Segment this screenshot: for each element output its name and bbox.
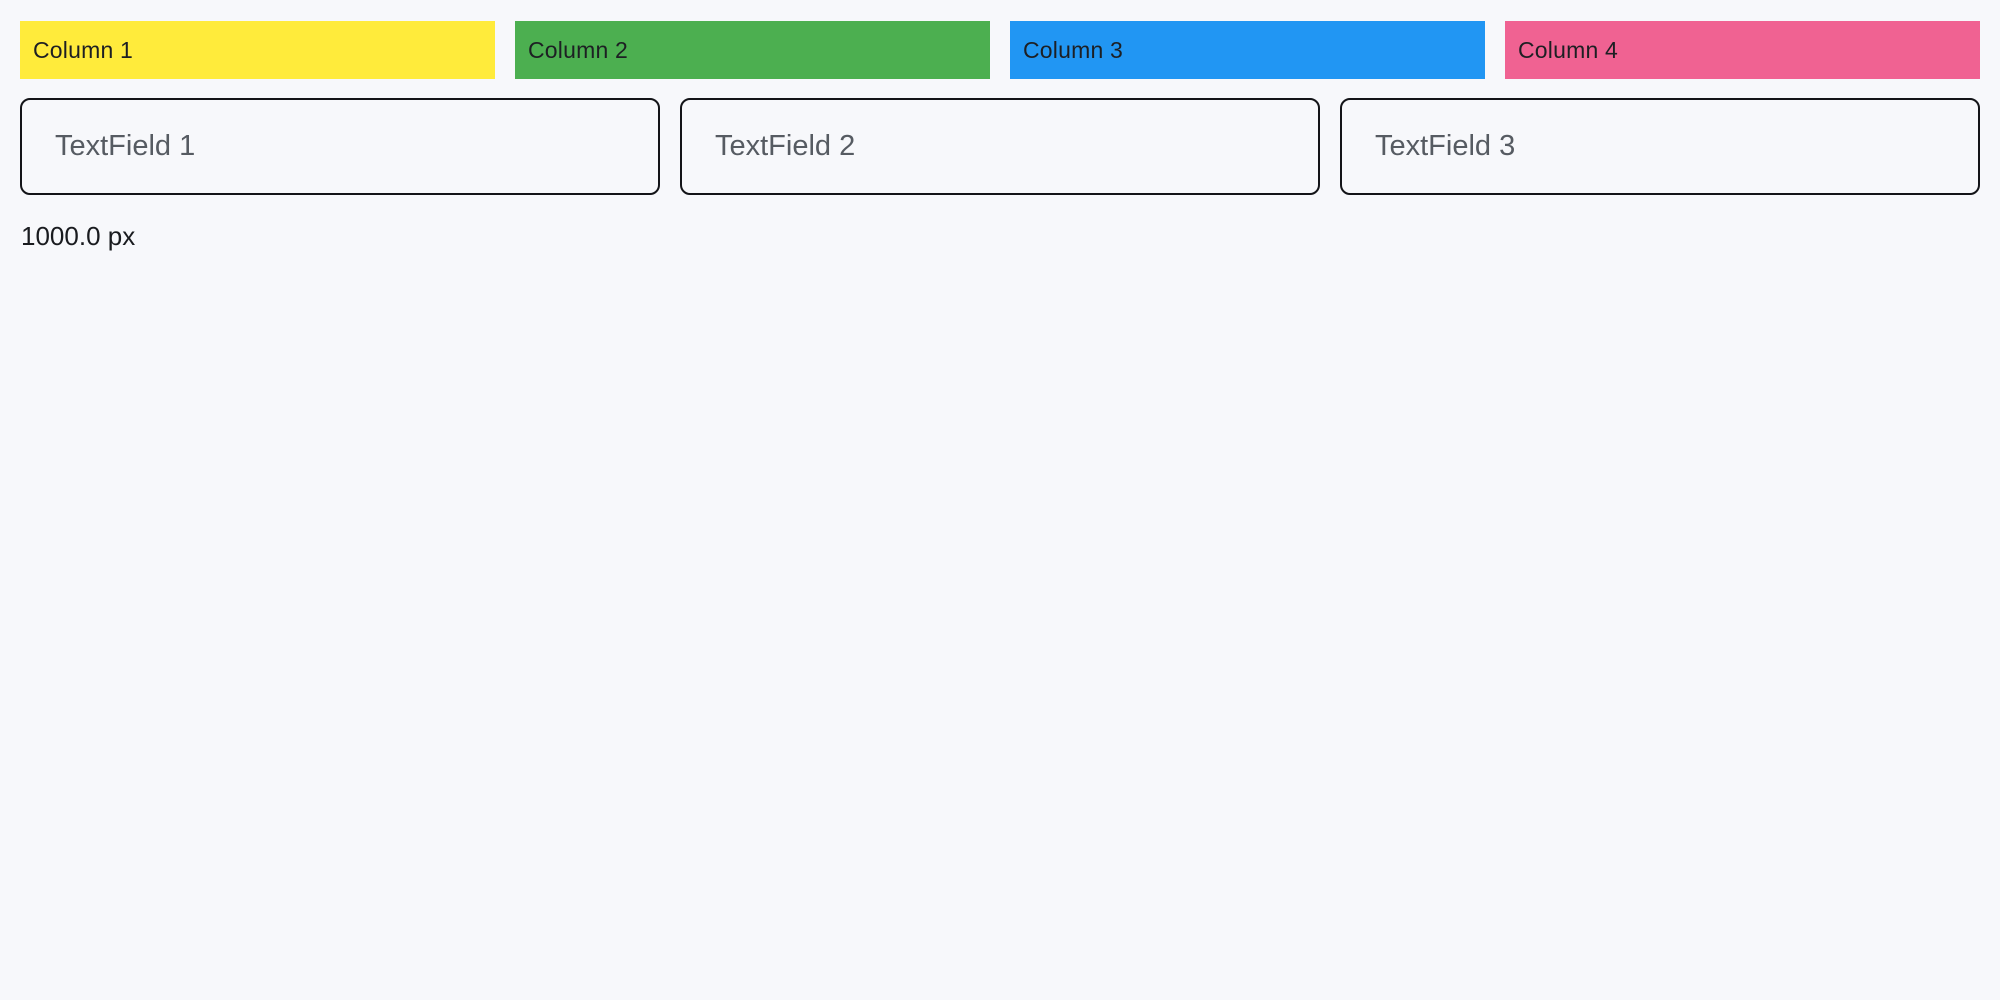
textfield-3-input[interactable] xyxy=(1340,98,1980,195)
color-columns-row: Column 1 Column 2 Column 3 Column 4 xyxy=(20,21,1980,79)
column-1-label: Column 1 xyxy=(33,36,134,63)
canvas-width-label: 1000.0 px xyxy=(21,221,136,251)
textfields-row xyxy=(20,98,1980,195)
column-3-bar: Column 3 xyxy=(1010,21,1485,79)
textfield-1-input[interactable] xyxy=(20,98,660,195)
column-2-label: Column 2 xyxy=(528,36,629,63)
column-2-bar: Column 2 xyxy=(515,21,990,79)
column-4-bar: Column 4 xyxy=(1505,21,1980,79)
column-4-label: Column 4 xyxy=(1518,36,1619,63)
column-3-label: Column 3 xyxy=(1023,36,1124,63)
textfield-2-input[interactable] xyxy=(680,98,1320,195)
column-1-bar: Column 1 xyxy=(20,21,495,79)
